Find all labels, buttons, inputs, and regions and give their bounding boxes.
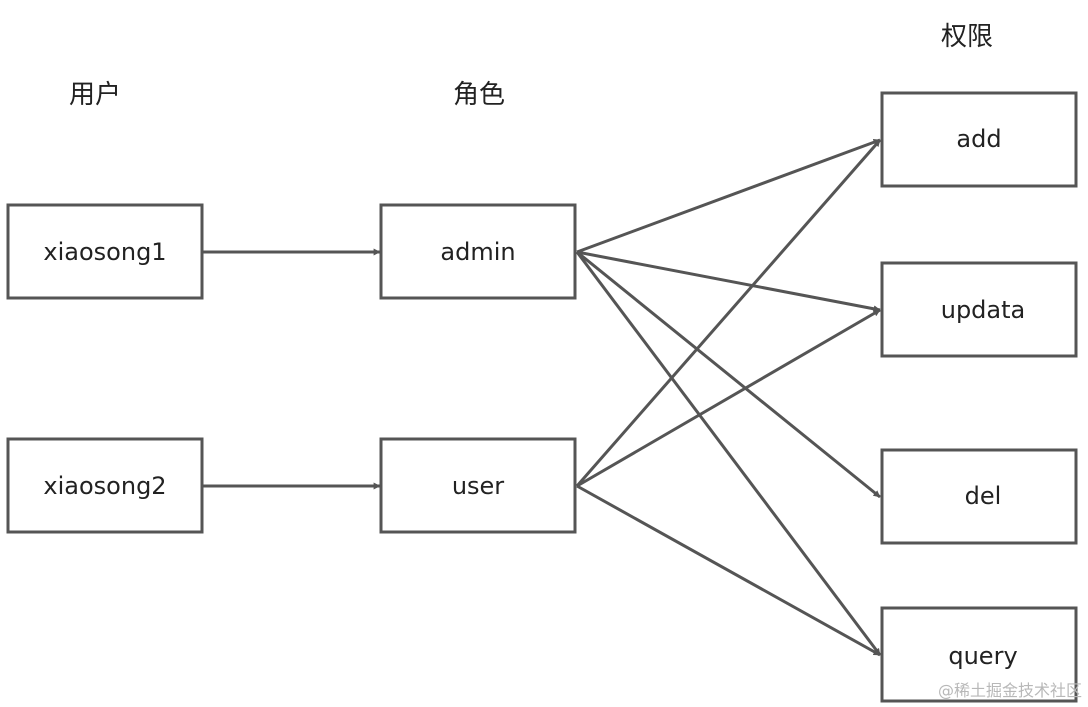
arrow-user-to-query [576,484,881,657]
node-updata: updata [880,261,1078,358]
node-user: user [379,437,577,534]
watermark-text: @稀土掘金技术社区 [938,681,1082,700]
permissions-header: 权限 [941,22,993,52]
node-label-query: query [948,642,1017,670]
node-query: query [880,606,1078,703]
node-del: del [880,448,1078,545]
node-admin: admin [379,203,577,300]
arrow-admin-to-updata [576,250,881,313]
node-label-add: add [956,125,1001,153]
node-label-updata: updata [941,296,1026,324]
arrow-user-to-add [575,139,882,487]
roles-header: 角色 [453,80,505,110]
arrow-admin-to-add [576,138,881,254]
node-label-del: del [965,482,1002,510]
users-header: 用户 [69,80,121,110]
edge-group [202,138,882,657]
arrow-admin-to-query [575,251,882,656]
node-add: add [880,91,1078,188]
node-xiaosong2: xiaosong2 [6,437,204,534]
node-label-admin: admin [440,238,515,266]
node-label-xiaosong2: xiaosong2 [43,472,166,500]
node-label-xiaosong1: xiaosong1 [43,238,166,266]
node-xiaosong1: xiaosong1 [6,203,204,300]
arrow-user-to-updata [576,308,881,488]
arrow-admin-to-del [576,250,881,499]
node-label-user: user [452,472,504,500]
